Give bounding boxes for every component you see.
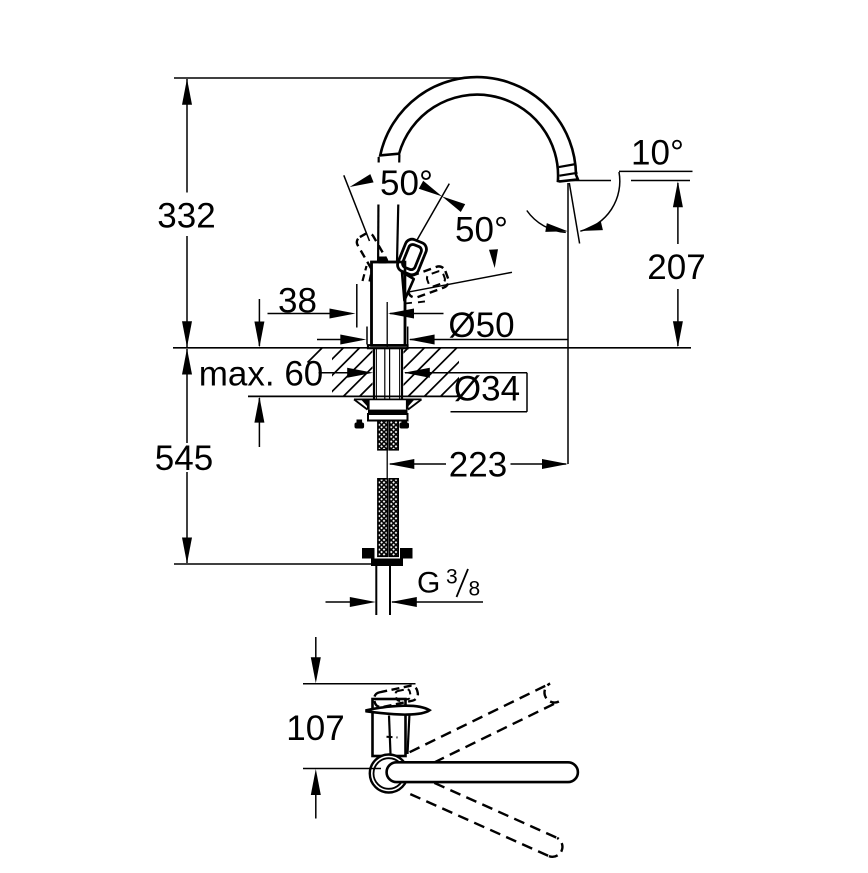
svg-text:8: 8: [469, 578, 481, 601]
svg-text:332: 332: [157, 197, 215, 236]
svg-text:10°: 10°: [631, 134, 684, 173]
svg-text:3: 3: [446, 566, 458, 589]
svg-text:Ø50: Ø50: [448, 306, 514, 345]
svg-text:545: 545: [155, 439, 213, 478]
svg-text:G: G: [417, 567, 440, 600]
svg-text:207: 207: [647, 248, 705, 287]
svg-text:38: 38: [278, 282, 317, 321]
svg-text:Ø34: Ø34: [454, 370, 520, 409]
svg-text:223: 223: [449, 446, 507, 485]
svg-text:107: 107: [286, 709, 344, 748]
svg-text:50°: 50°: [455, 211, 508, 250]
svg-text:50°: 50°: [380, 164, 433, 203]
svg-text:max. 60: max. 60: [199, 355, 324, 394]
